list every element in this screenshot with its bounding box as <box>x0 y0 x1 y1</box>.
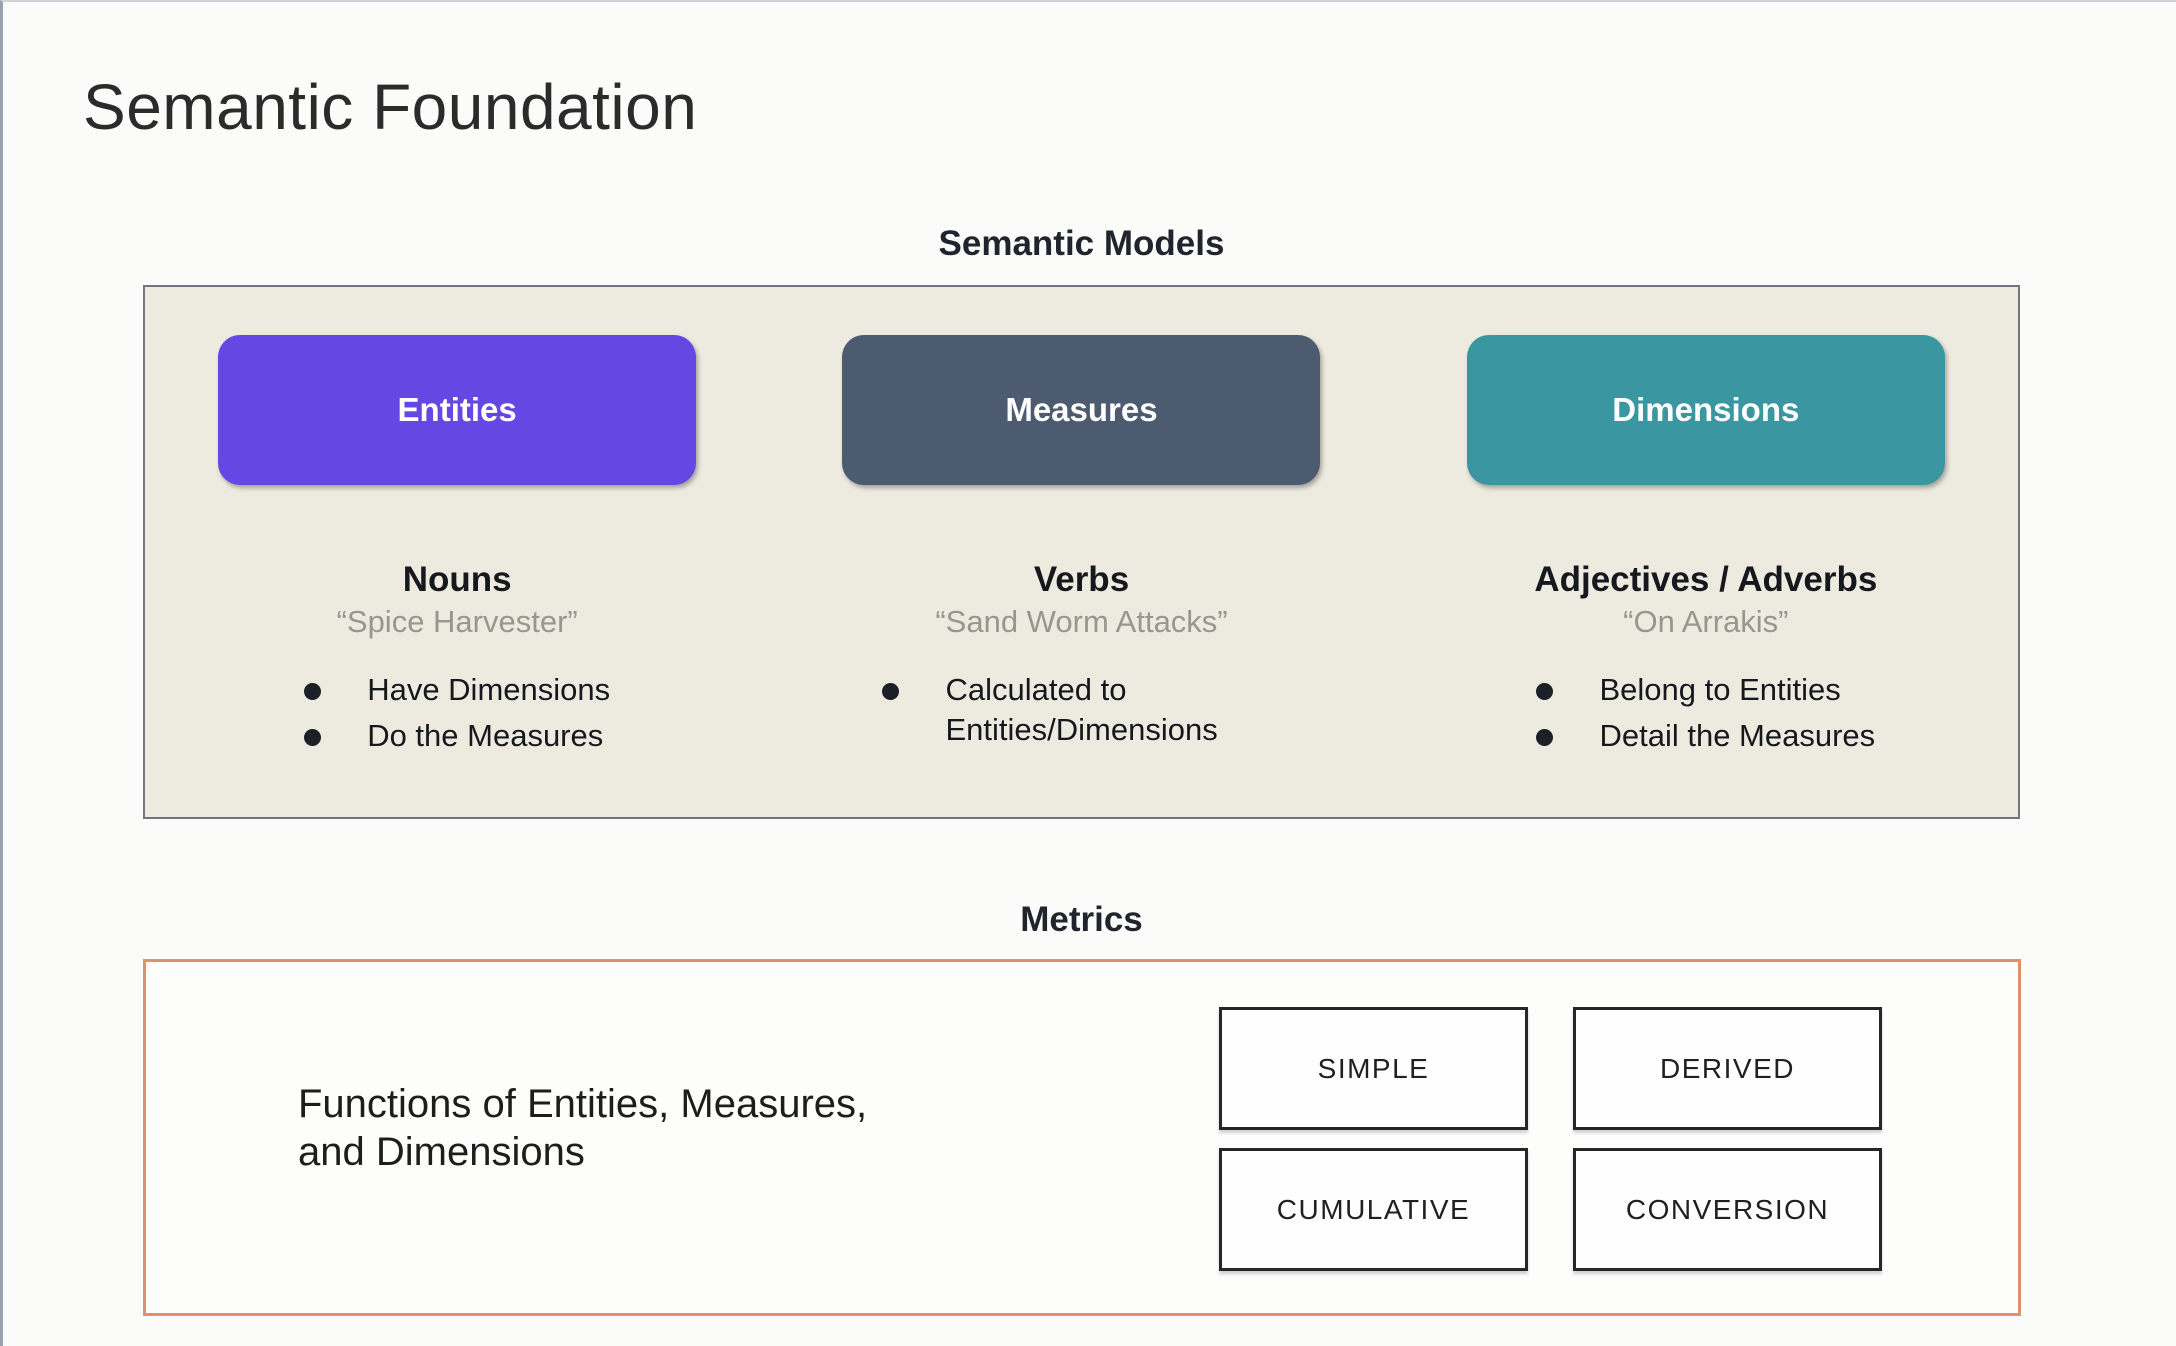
measures-column: Measures Verbs “Sand Worm Attacks” Calcu… <box>769 287 1393 817</box>
metric-type-cumulative: CUMULATIVE <box>1219 1148 1528 1271</box>
metric-type-simple: SIMPLE <box>1219 1007 1528 1130</box>
semantic-models-panel: Entities Nouns “Spice Harvester” Have Di… <box>143 285 2020 819</box>
semantic-models-heading: Semantic Models <box>938 224 1225 263</box>
list-item: Do the Measures <box>304 716 610 756</box>
dimensions-quote: “On Arrakis” <box>1623 603 1789 639</box>
metrics-description: Functions of Entities, Measures, and Dim… <box>298 1082 868 1174</box>
bullet-dot-icon <box>1536 682 1554 700</box>
bullet-dot-icon <box>304 728 322 746</box>
entities-quote: “Spice Harvester” <box>336 603 578 639</box>
metrics-heading: Metrics <box>1020 900 1143 939</box>
entities-column: Entities Nouns “Spice Harvester” Have Di… <box>145 287 769 817</box>
measures-quote: “Sand Worm Attacks” <box>935 603 1228 639</box>
measures-box: Measures <box>842 335 1321 485</box>
entities-box: Entities <box>218 335 697 485</box>
measures-subheading: Verbs <box>1033 560 1130 599</box>
metric-type-derived: DERIVED <box>1573 1007 1882 1130</box>
page-title: Semantic Foundation <box>83 71 698 143</box>
measures-bullet-list: Calculated to Entities/Dimensions <box>882 670 1280 751</box>
dimensions-subheading: Adjectives / Adverbs <box>1534 560 1878 599</box>
metric-type-conversion: CONVERSION <box>1573 1148 1882 1271</box>
dimensions-column: Dimensions Adjectives / Adverbs “On Arra… <box>1394 287 2018 817</box>
list-item: Detail the Measures <box>1536 716 1875 756</box>
list-item: Belong to Entities <box>1536 670 1875 710</box>
entities-subheading: Nouns <box>402 560 512 599</box>
dimensions-bullet-list: Belong to Entities Detail the Measures <box>1536 670 1875 757</box>
bullet-dot-icon <box>882 682 900 700</box>
bullet-dot-icon <box>304 682 322 700</box>
dimensions-box: Dimensions <box>1466 335 1945 485</box>
entities-bullet-list: Have Dimensions Do the Measures <box>304 670 610 757</box>
bullet-dot-icon <box>1536 728 1554 746</box>
metrics-panel: Functions of Entities, Measures, and Dim… <box>143 959 2021 1316</box>
list-item: Have Dimensions <box>304 670 610 710</box>
list-item: Calculated to Entities/Dimensions <box>882 670 1280 751</box>
metrics-type-grid: SIMPLE DERIVED CUMULATIVE CONVERSION <box>1219 1007 1882 1271</box>
